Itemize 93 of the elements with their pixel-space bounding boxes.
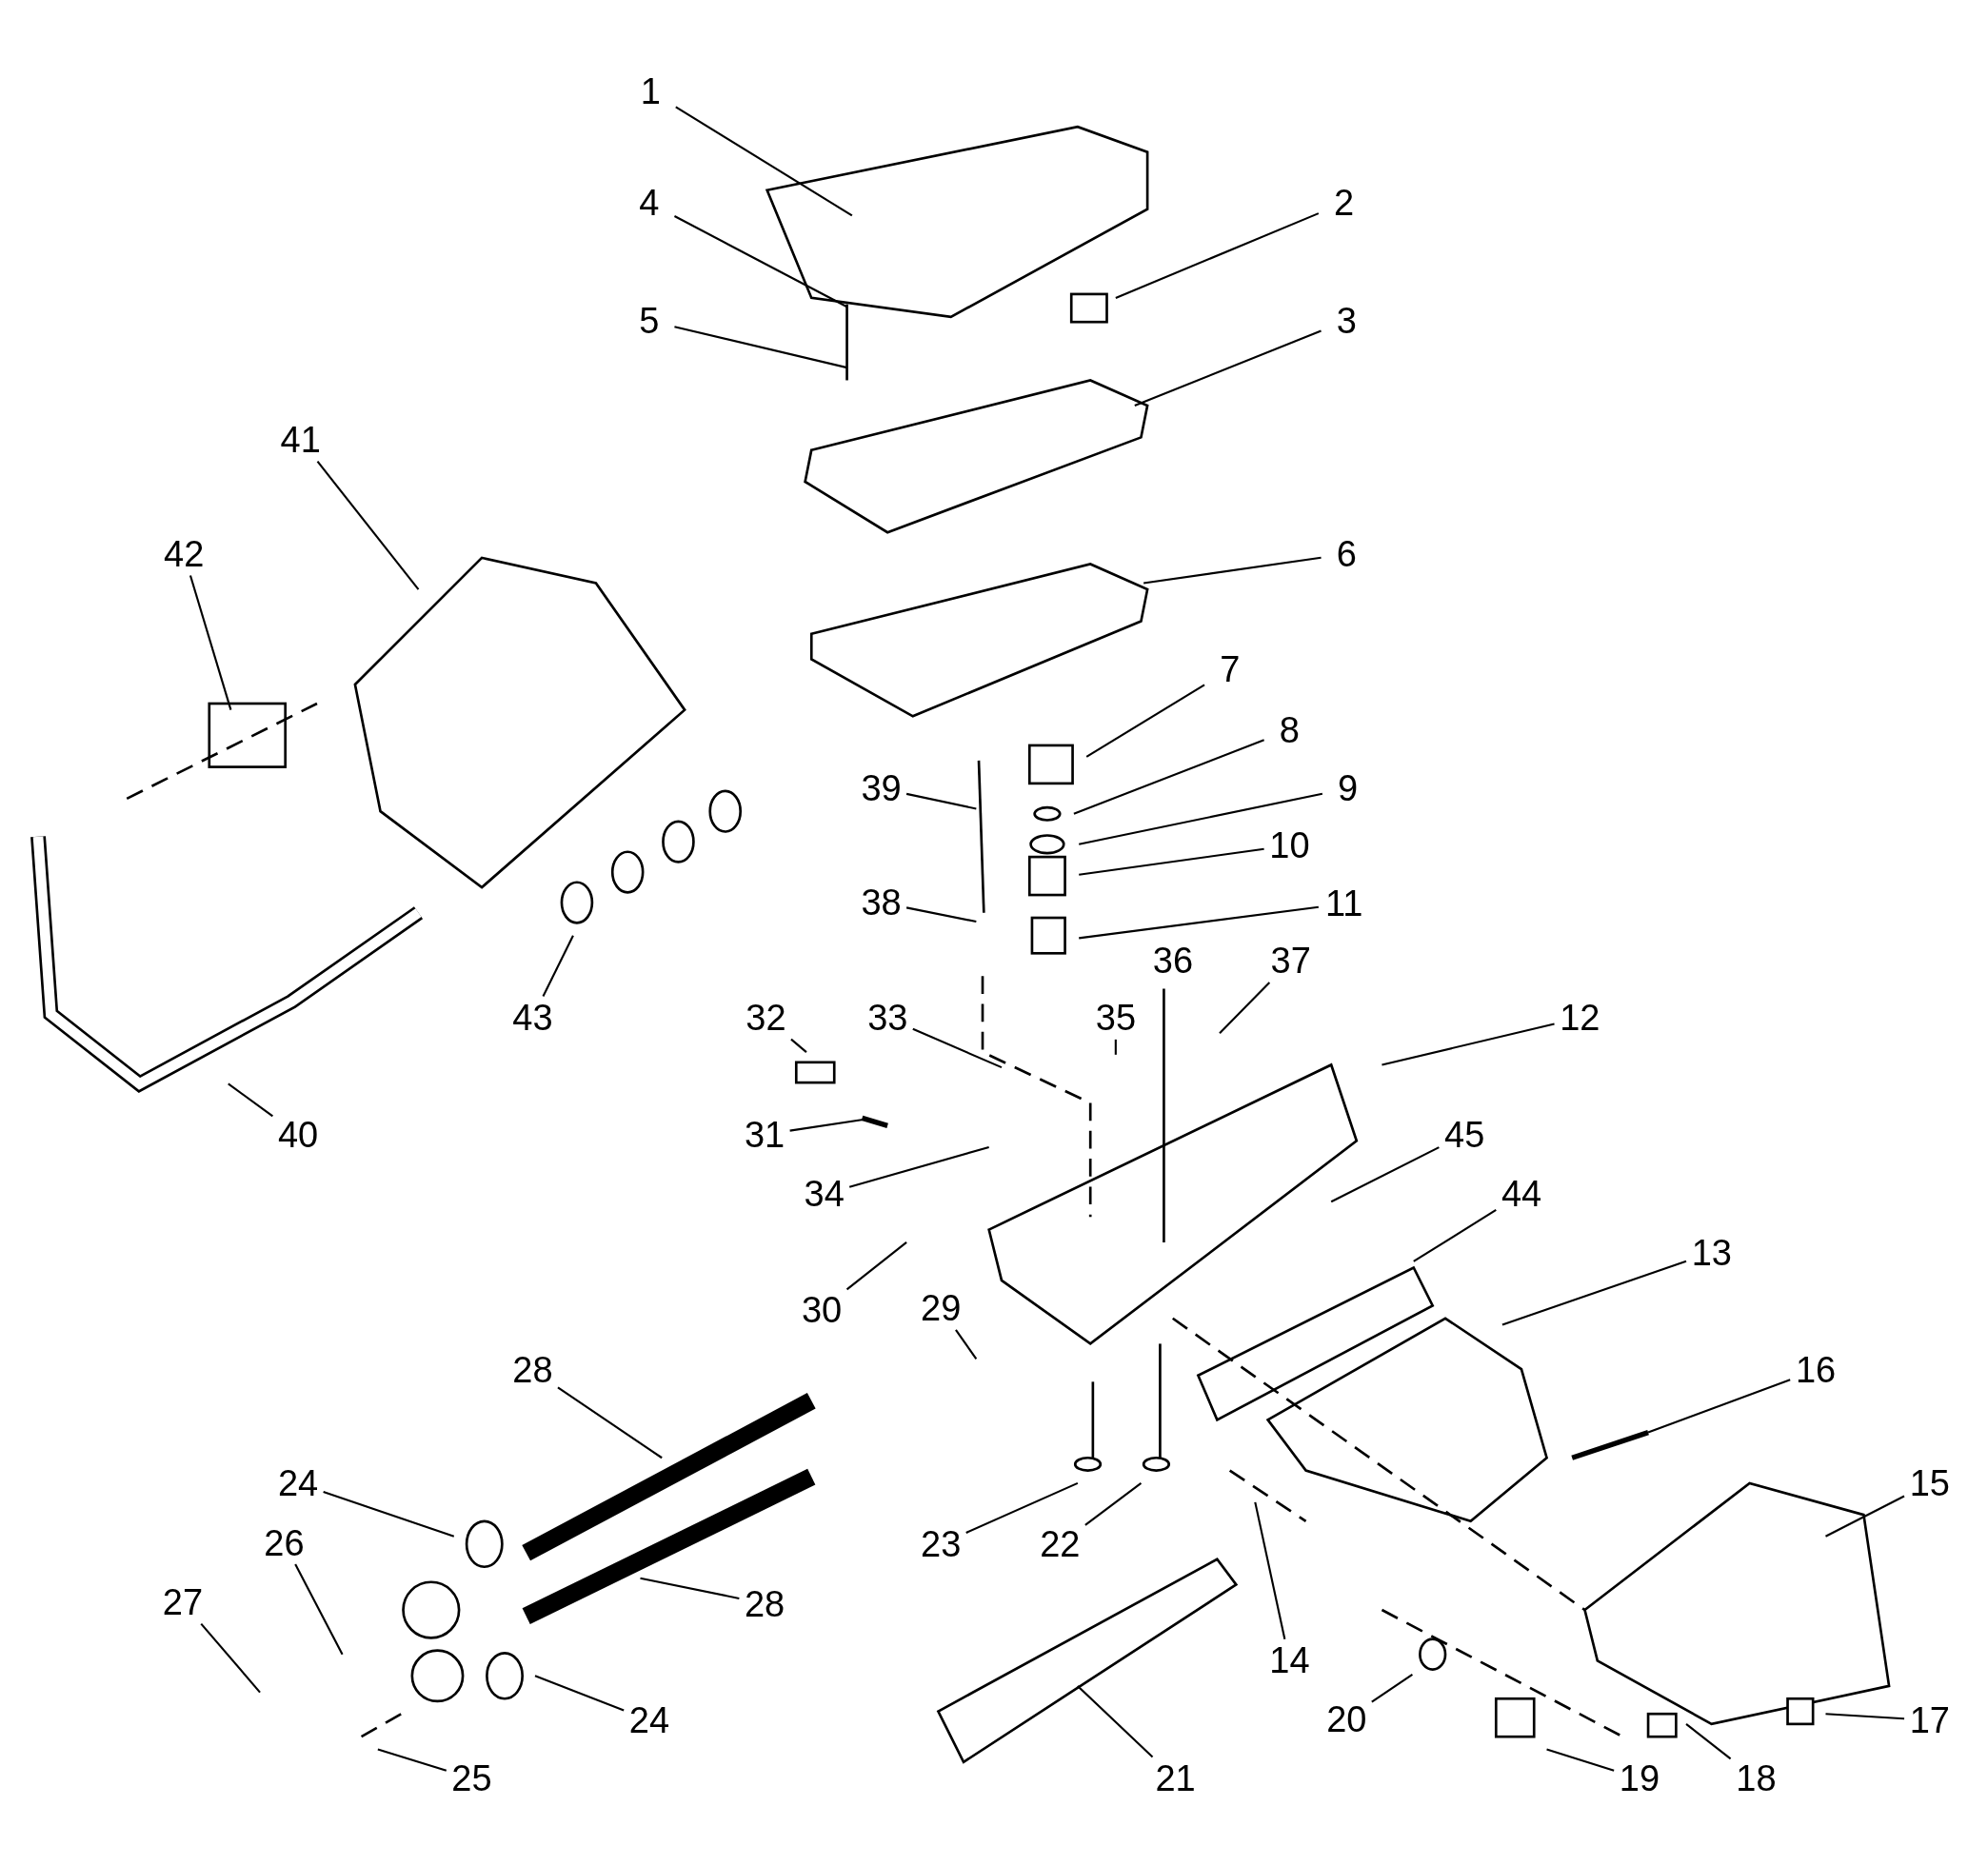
callout-number: 17 (1907, 1701, 1952, 1739)
callout-number: 33 (865, 999, 910, 1038)
leader-line (1254, 1501, 1286, 1639)
leader-line (1084, 1482, 1143, 1526)
leader-line (955, 1329, 978, 1360)
leader-line (377, 1748, 447, 1772)
callout-number: 40 (275, 1115, 321, 1154)
leader-line (1825, 1495, 1905, 1538)
callout-number: 25 (449, 1759, 494, 1798)
leader-line (1134, 329, 1322, 407)
callout-number: 22 (1038, 1524, 1083, 1563)
leader-line (200, 1623, 261, 1694)
callout-number: 28 (510, 1351, 555, 1390)
callout-number: 4 (637, 184, 662, 223)
leader-line (323, 1490, 455, 1538)
callout-number: 7 (1218, 650, 1242, 689)
callout-number: 1 (638, 71, 663, 110)
callout-number: 41 (278, 421, 323, 460)
callout-number: 23 (919, 1524, 964, 1563)
leader-line (673, 215, 848, 308)
leader-line (542, 935, 574, 998)
leader-line (1085, 684, 1205, 758)
leader-line (1546, 1748, 1615, 1772)
leader-line (1330, 1146, 1440, 1203)
callout-number: 19 (1617, 1759, 1662, 1798)
callout-number: 15 (1907, 1464, 1952, 1502)
leader-line (789, 1118, 865, 1132)
leader-line (1413, 1209, 1497, 1262)
callout-number: 20 (1324, 1699, 1369, 1738)
callout-number: 16 (1793, 1351, 1839, 1390)
leader-line (1825, 1713, 1905, 1720)
leader-line (1115, 212, 1320, 299)
leader-line (534, 1675, 625, 1712)
callout-number: 36 (1150, 942, 1196, 981)
callout-number: 12 (1558, 999, 1602, 1038)
callout-number: 38 (859, 883, 904, 923)
callout-number: 26 (262, 1523, 307, 1562)
leader-line (674, 326, 847, 369)
leader-line (965, 1481, 1079, 1534)
leader-line (1382, 1022, 1555, 1066)
leader-line (905, 792, 977, 810)
callout-number: 9 (1336, 769, 1361, 808)
leader-line (848, 1146, 989, 1188)
callout-number: 35 (1093, 999, 1139, 1038)
callout-number: 2 (1332, 184, 1357, 223)
callout-number: 6 (1334, 534, 1359, 573)
callout-number: 24 (626, 1701, 672, 1739)
callout-number: 11 (1323, 884, 1365, 923)
callout-number: 14 (1267, 1641, 1312, 1680)
callout-number: 39 (859, 769, 904, 808)
leader-line (316, 461, 420, 590)
callout-number: 24 (275, 1464, 321, 1502)
leader-line (1114, 1039, 1117, 1055)
callout-number: 42 (162, 534, 207, 573)
callout-number: 8 (1277, 711, 1302, 749)
leader-line (1143, 556, 1322, 585)
callout-number: 21 (1153, 1759, 1198, 1798)
leader-line (1219, 982, 1271, 1034)
callout-number: 5 (637, 301, 662, 340)
leader-line (905, 906, 977, 923)
callout-number: 30 (799, 1290, 845, 1329)
callout-number: 13 (1689, 1233, 1734, 1272)
leader-line (189, 575, 232, 710)
leader-line (675, 106, 853, 217)
callout-number: 29 (919, 1289, 964, 1328)
callout-number: 27 (160, 1583, 206, 1622)
leader-line (1073, 739, 1264, 815)
leader-line (1079, 792, 1323, 845)
callout-number: 32 (744, 999, 788, 1038)
callout-number: 3 (1334, 301, 1359, 340)
leader-line (1371, 1674, 1413, 1703)
leader-line (845, 1241, 907, 1291)
callout-number: 44 (1499, 1175, 1544, 1214)
callout-number: 37 (1268, 942, 1313, 981)
leader-line (1077, 1685, 1154, 1758)
leader-line (1079, 847, 1264, 876)
leader-line (640, 1577, 740, 1599)
leader-line (1079, 905, 1319, 940)
callout-number: 10 (1267, 826, 1312, 865)
leader-line (228, 1082, 273, 1118)
callout-number: 45 (1442, 1115, 1487, 1154)
leader-line (294, 1563, 344, 1656)
leader-line (557, 1386, 663, 1459)
callout-number: 31 (742, 1115, 787, 1154)
leader-line (1501, 1260, 1687, 1326)
leader-line (790, 1038, 807, 1053)
callout-number: 18 (1734, 1759, 1779, 1798)
leader-line (1647, 1379, 1791, 1434)
callout-number: 43 (510, 999, 555, 1038)
leader-line (1685, 1723, 1732, 1760)
callout-number: 28 (742, 1584, 787, 1623)
callout-number: 34 (802, 1175, 846, 1214)
leader-line (912, 1027, 1003, 1069)
